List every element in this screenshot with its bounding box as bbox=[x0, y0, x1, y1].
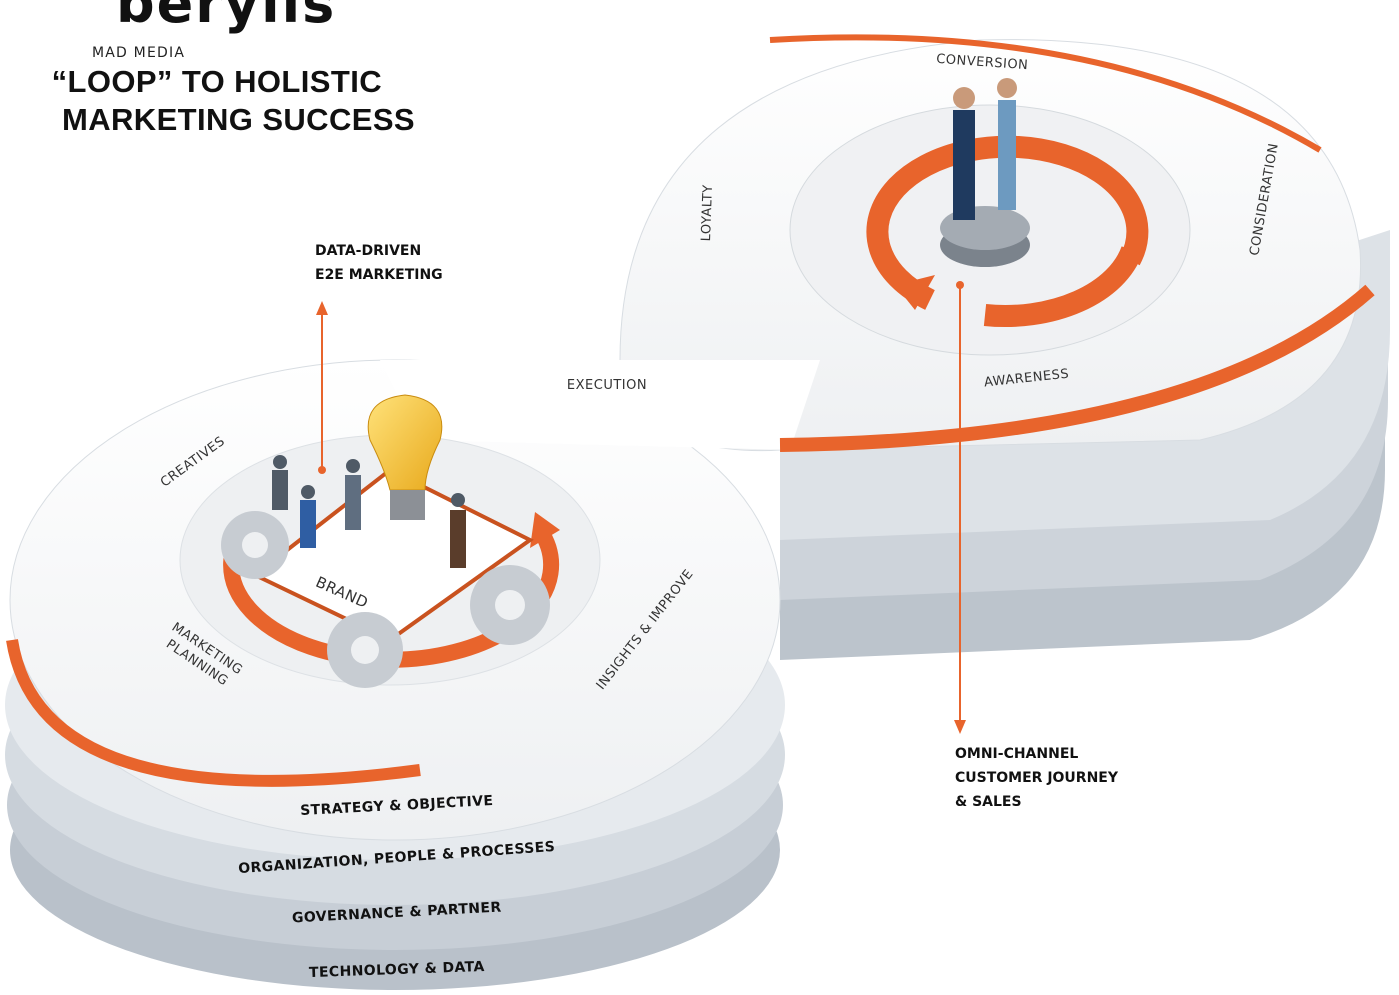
right-inner bbox=[789, 78, 1191, 356]
customer-man-icon bbox=[953, 110, 975, 220]
team-people-icons bbox=[272, 455, 466, 568]
layer-label-technology: TECHNOLOGY & DATA bbox=[309, 959, 485, 981]
callout-line: DATA-DRIVEN bbox=[315, 243, 422, 259]
customer-woman-head-icon bbox=[997, 78, 1017, 98]
gear-hole-right bbox=[495, 590, 525, 620]
gear-hole bbox=[242, 532, 268, 558]
right-orange-ring-lower bbox=[983, 245, 1143, 328]
person-icon bbox=[300, 500, 316, 548]
callout-line: OMNI-CHANNEL bbox=[955, 746, 1079, 762]
person-icon bbox=[450, 510, 466, 568]
left-inner bbox=[179, 394, 601, 688]
logo-subtitle: MAD MEDIA bbox=[92, 45, 186, 61]
callout-lines bbox=[316, 281, 966, 734]
callout-line: E2E MARKETING bbox=[315, 267, 443, 283]
headline-line-1: “LOOP” TO HOLISTIC bbox=[51, 64, 382, 99]
data-driven-callout-arrow bbox=[316, 301, 328, 315]
person-head-icon bbox=[301, 485, 315, 499]
segment-label-execution: EXECUTION bbox=[567, 378, 647, 393]
person-head-icon bbox=[346, 459, 360, 473]
person-head-icon bbox=[273, 455, 287, 469]
omni-callout-arrow bbox=[954, 720, 966, 734]
omni-callout-dot bbox=[956, 281, 964, 289]
lightbulb-base bbox=[390, 490, 425, 520]
right-rim-band bbox=[779, 284, 1375, 452]
customer-woman-icon bbox=[998, 100, 1016, 210]
data-driven-callout-dot bbox=[318, 466, 326, 474]
logo-wordmark: berylls bbox=[116, 0, 337, 35]
segment-label-loyalty: LOYALTY bbox=[699, 184, 716, 241]
omni-channel-callout: OMNI-CHANNEL CUSTOMER JOURNEY & SALES bbox=[955, 742, 1118, 814]
person-head-icon bbox=[451, 493, 465, 507]
right-top-rim bbox=[769, 34, 1322, 153]
orange-rims bbox=[6, 34, 1375, 787]
berylls-logo: berylls MAD MEDIA “LOOP” TO HOLISTIC MAR… bbox=[52, 0, 415, 140]
callout-line: & SALES bbox=[955, 794, 1022, 810]
customer-man-head-icon bbox=[953, 87, 975, 109]
left-rim-band bbox=[6, 639, 421, 787]
gear-hole-bottom bbox=[351, 636, 379, 664]
bridge-top bbox=[380, 360, 820, 450]
headline-line-2: MARKETING SUCCESS bbox=[62, 102, 415, 137]
left-ring-arrowhead bbox=[530, 512, 560, 548]
segment-label-conversion: CONVERSION bbox=[936, 52, 1029, 73]
person-icon bbox=[345, 475, 361, 530]
person-icon bbox=[272, 470, 288, 510]
callout-line: CUSTOMER JOURNEY bbox=[955, 770, 1119, 786]
data-driven-callout: DATA-DRIVEN E2E MARKETING bbox=[315, 239, 443, 287]
right-ring-arrowhead bbox=[895, 275, 935, 310]
lightbulb-icon bbox=[367, 394, 443, 491]
